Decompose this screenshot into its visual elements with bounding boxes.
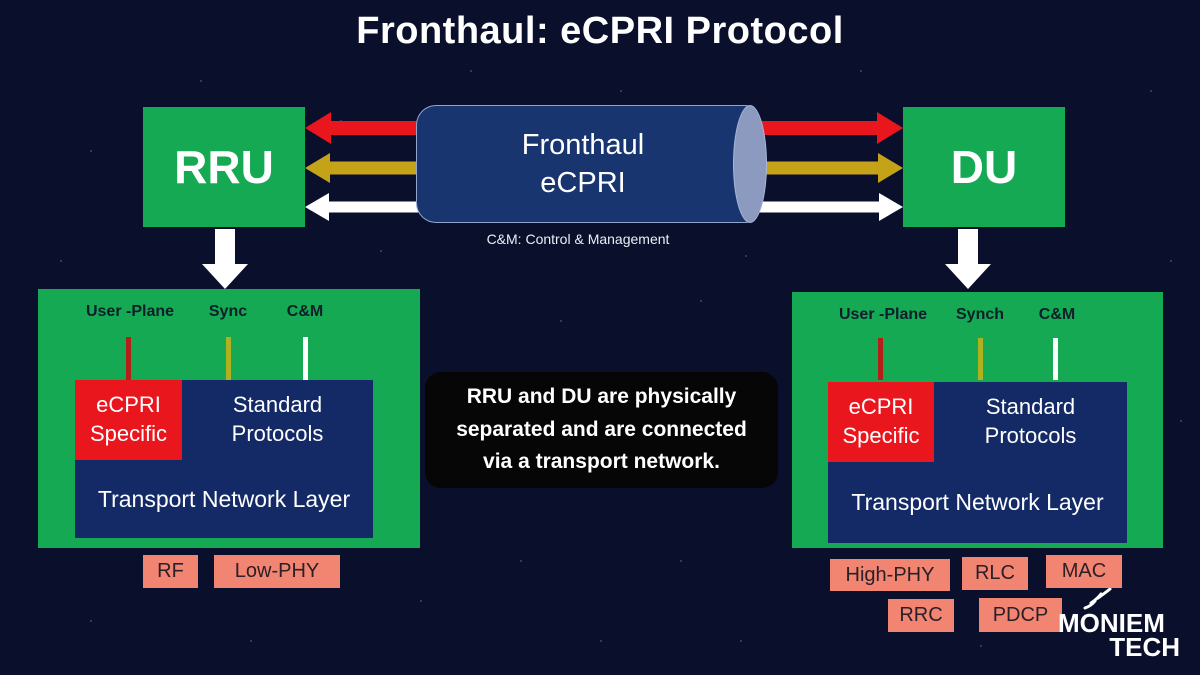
arrow-head: [202, 264, 248, 289]
du-protocol-panel: User -Plane Synch C&M eCPRI Specific Sta…: [792, 292, 1163, 548]
cylinder-end-cap: [733, 105, 767, 223]
cylinder-label-line1: Fronthaul: [521, 128, 645, 161]
synch-tick: [978, 338, 983, 380]
transport-label: Transport Network Layer: [851, 489, 1104, 515]
standard-protocols-box: Standard Protocols: [182, 380, 373, 460]
ecpri-specific-box: eCPRI Specific: [828, 382, 934, 462]
cylinder-label: Fronthaul eCPRI: [416, 105, 750, 223]
ecpri-specific-box: eCPRI Specific: [75, 380, 182, 460]
chip-pdcp: PDCP: [979, 598, 1062, 632]
ecpri-line1: eCPRI: [96, 392, 161, 418]
standard-line2: Protocols: [231, 421, 324, 446]
cm-label: C&M: [1038, 306, 1076, 323]
standard-line2: Protocols: [984, 423, 1077, 448]
arrow-stem: [958, 229, 978, 264]
callout-line3: via a transport network.: [483, 450, 720, 474]
cm-tick: [303, 337, 308, 380]
down-arrow-icon-left: [202, 229, 248, 289]
callout-line1: RRU and DU are physically: [466, 385, 737, 409]
sync-label: Sync: [208, 303, 248, 320]
callout-line2: separated and are connected: [456, 417, 747, 441]
arrow-right-icon: [878, 153, 903, 183]
signal-icon: [1083, 588, 1112, 610]
transport-label: Transport Network Layer: [97, 485, 351, 512]
user-plane-label: User -Plane: [838, 306, 928, 323]
chip-rf: RF: [143, 555, 198, 588]
standard-line1: Standard: [985, 394, 1076, 420]
arrow-stem: [215, 229, 235, 264]
ecpri-line1: eCPRI: [848, 394, 914, 420]
arrow-right-icon: [877, 112, 903, 144]
callout-box: RRU and DU are physically separated and …: [425, 372, 778, 488]
transport-network-layer-box: Transport Network Layer: [75, 460, 373, 538]
user-plane-label: User -Plane: [85, 303, 175, 320]
transport-network-layer-box: Transport Network Layer: [828, 462, 1127, 543]
standard-protocols-box: Standard Protocols: [934, 382, 1127, 462]
ecpri-line2: Specific: [89, 421, 168, 446]
cm-label: C&M: [286, 303, 324, 320]
rru-node: RRU: [143, 107, 305, 227]
rru-label: RRU: [174, 141, 274, 193]
logo-word-tech: TECH: [1109, 632, 1180, 662]
star-field: [0, 0, 2, 2]
moniemtech-logo: MONIEM TECH: [1058, 588, 1188, 663]
arrow-left-icon: [305, 193, 329, 221]
chip-high-phy: High-PHY: [830, 559, 950, 591]
chip-rlc: RLC: [962, 557, 1028, 590]
synch-label: Synch: [955, 306, 1005, 323]
legend-cm: C&M: Control & Management: [486, 231, 670, 247]
cm-tick: [1053, 338, 1058, 380]
du-label: DU: [950, 141, 1018, 193]
chip-rrc: RRC: [888, 599, 954, 632]
chip-mac: MAC: [1046, 555, 1122, 588]
sync-tick: [226, 337, 231, 380]
user-plane-tick: [878, 338, 883, 380]
logo-word-moniem: MONIEM: [1058, 608, 1165, 638]
ecpri-line2: Specific: [842, 423, 920, 448]
down-arrow-icon-right: [945, 229, 991, 289]
arrow-left-icon: [305, 153, 330, 183]
rru-protocol-panel: User -Plane Sync C&M eCPRI Specific Stan…: [38, 289, 420, 548]
standard-line1: Standard: [232, 392, 323, 418]
page-title: Fronthaul: eCPRI Protocol: [356, 10, 844, 52]
chip-low-phy: Low-PHY: [214, 555, 340, 588]
cylinder-label-line2: eCPRI: [540, 167, 626, 199]
cylinder-body: [416, 105, 750, 223]
du-node: DU: [903, 107, 1065, 227]
user-plane-tick: [126, 337, 131, 380]
fronthaul-cylinder: Fronthaul eCPRI: [416, 105, 768, 223]
arrow-right-icon: [879, 193, 903, 221]
arrow-head: [945, 264, 991, 289]
arrow-left-icon: [305, 112, 331, 144]
